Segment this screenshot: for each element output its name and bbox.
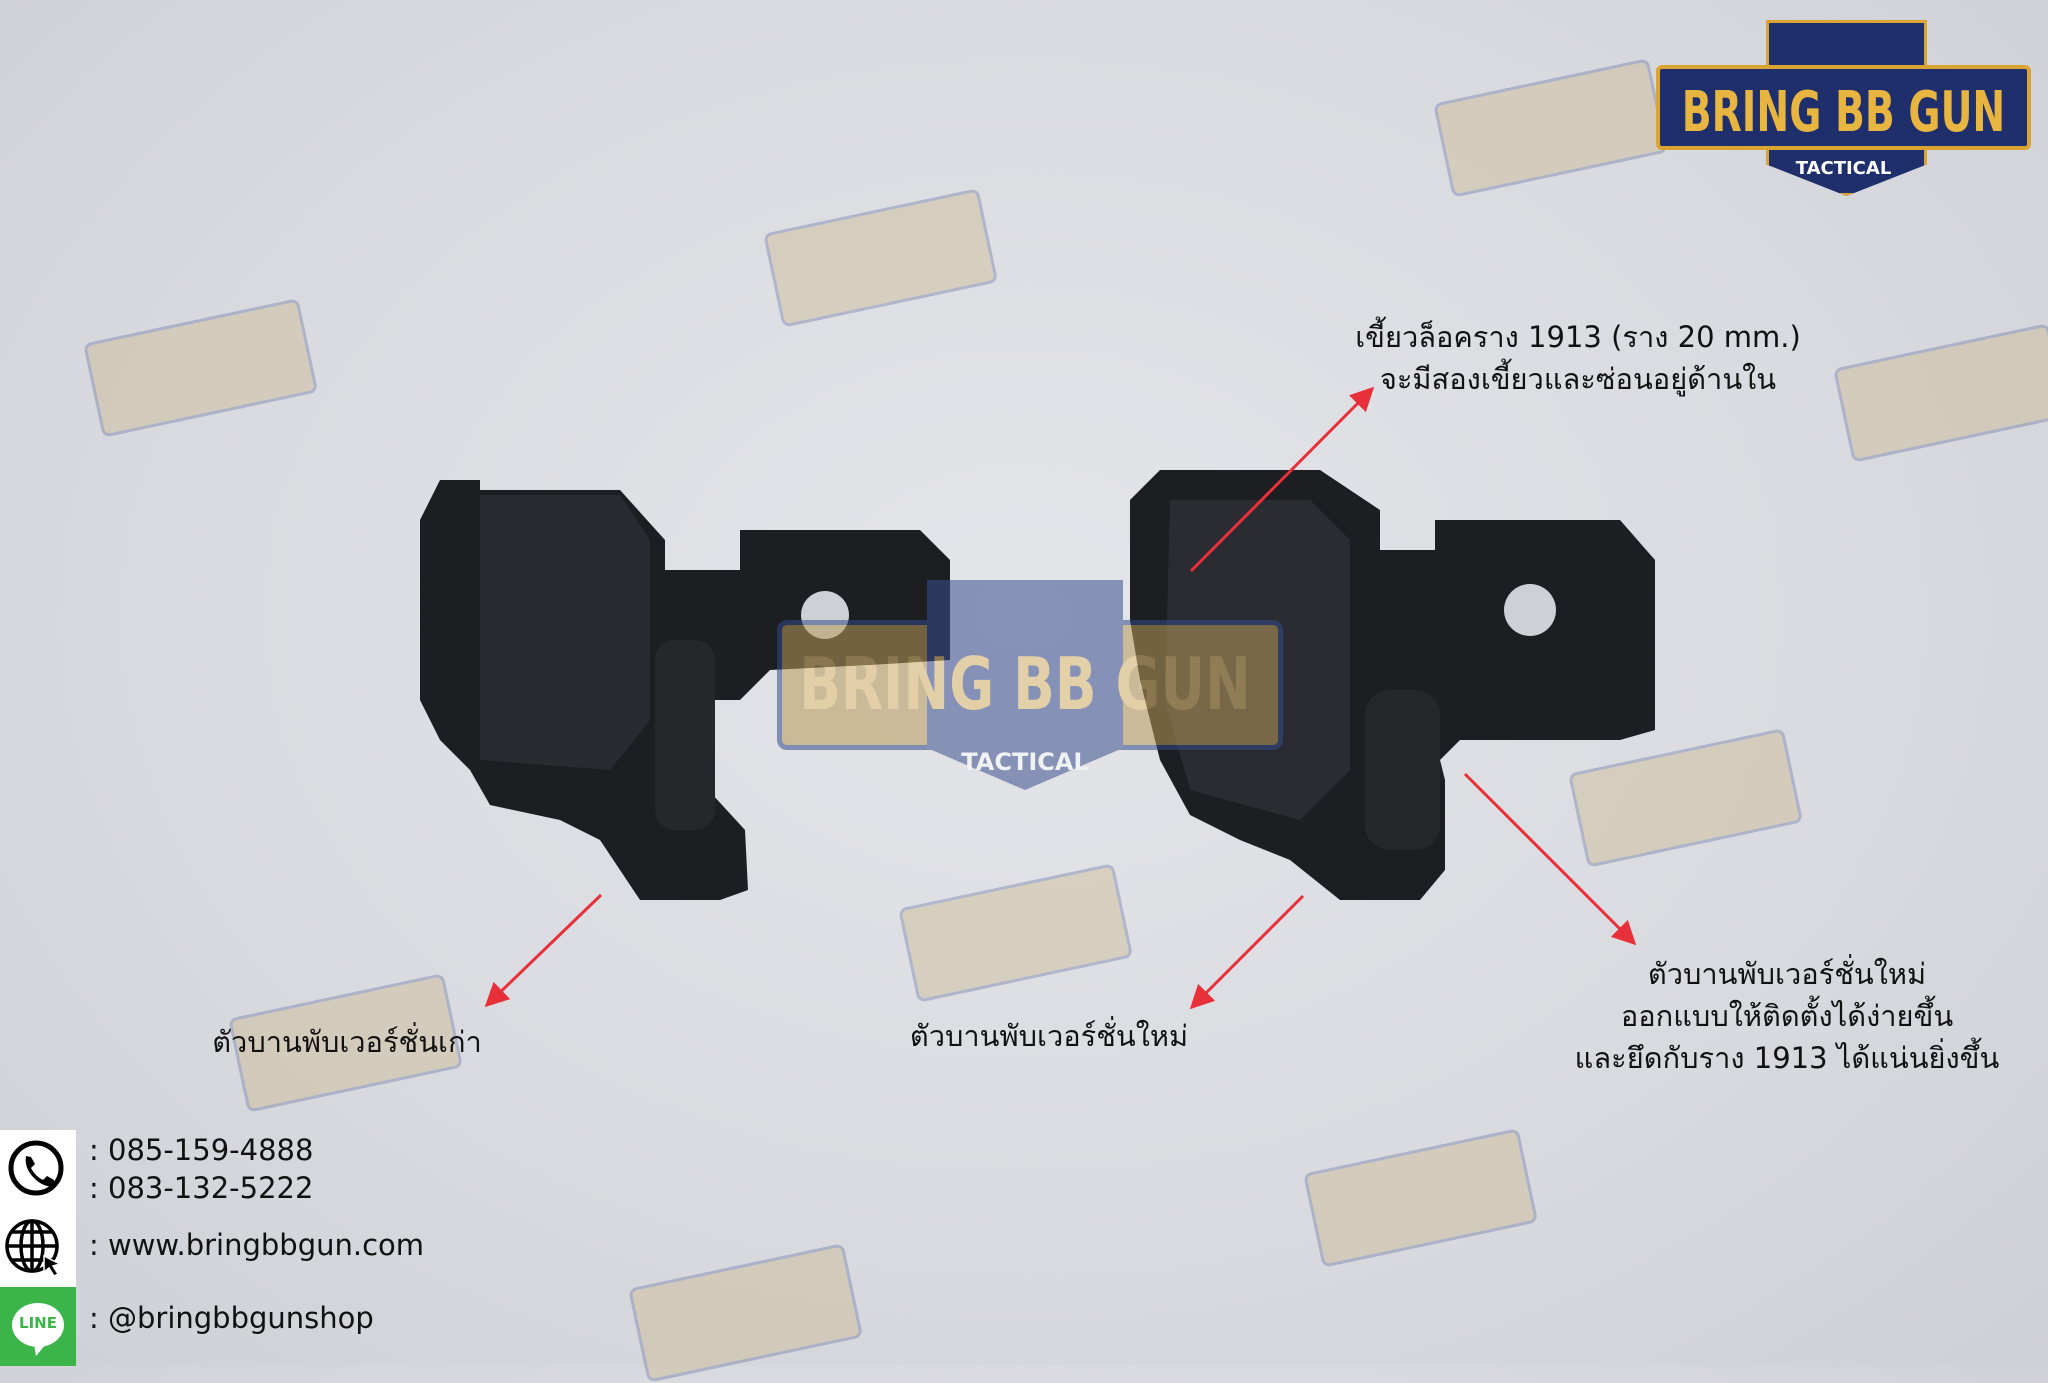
brand-logo-text: BRING BB GUN	[1681, 80, 2006, 145]
old-hinge-part	[420, 480, 950, 900]
center-watermark-sub: TACTICAL	[961, 748, 1089, 776]
center-watermark-text: BRING BB GUN	[799, 642, 1251, 726]
brand-logo: BRING BB GUN TACTICAL	[1656, 20, 2031, 196]
new-hinge-detail-note: ตัวบานพับเวอร์ชั่นใหม่ ออกแบบให้ติดตั้งไ…	[1574, 957, 2000, 1075]
phone-number-2[interactable]: : 083-132-5222	[89, 1171, 314, 1205]
brand-logo-sub: TACTICAL	[1795, 158, 1892, 179]
phone-icon	[8, 1140, 64, 1196]
arrow-new-hinge	[1189, 894, 1305, 1010]
line-icon	[12, 1303, 64, 1356]
rail-clip-note: เขี้ยวล็อคราง 1913 (ราง 20 mm.) จะมีสองเ…	[1355, 320, 1801, 396]
line-badge-text: LINE	[19, 1314, 57, 1332]
new-hinge-label: ตัวบานพับเวอร์ชั่นใหม่	[909, 1019, 1189, 1053]
globe-icon	[5, 1219, 63, 1277]
phone-number-1[interactable]: : 085-159-4888	[89, 1133, 314, 1167]
arrow-old-hinge	[484, 893, 603, 1008]
center-watermark: BRING BB GUN TACTICAL	[777, 580, 1283, 790]
old-hinge-label: ตัวบานพับเวอร์ชั่นเก่า	[212, 1025, 482, 1059]
arrow-new-hinge-detail	[1463, 772, 1637, 946]
contact-icons	[5, 1140, 64, 1356]
arrow-rail-clip	[1189, 386, 1375, 573]
website-link[interactable]: : www.bringbbgun.com	[89, 1228, 425, 1262]
line-id[interactable]: : @bringbbgunshop	[89, 1301, 374, 1335]
